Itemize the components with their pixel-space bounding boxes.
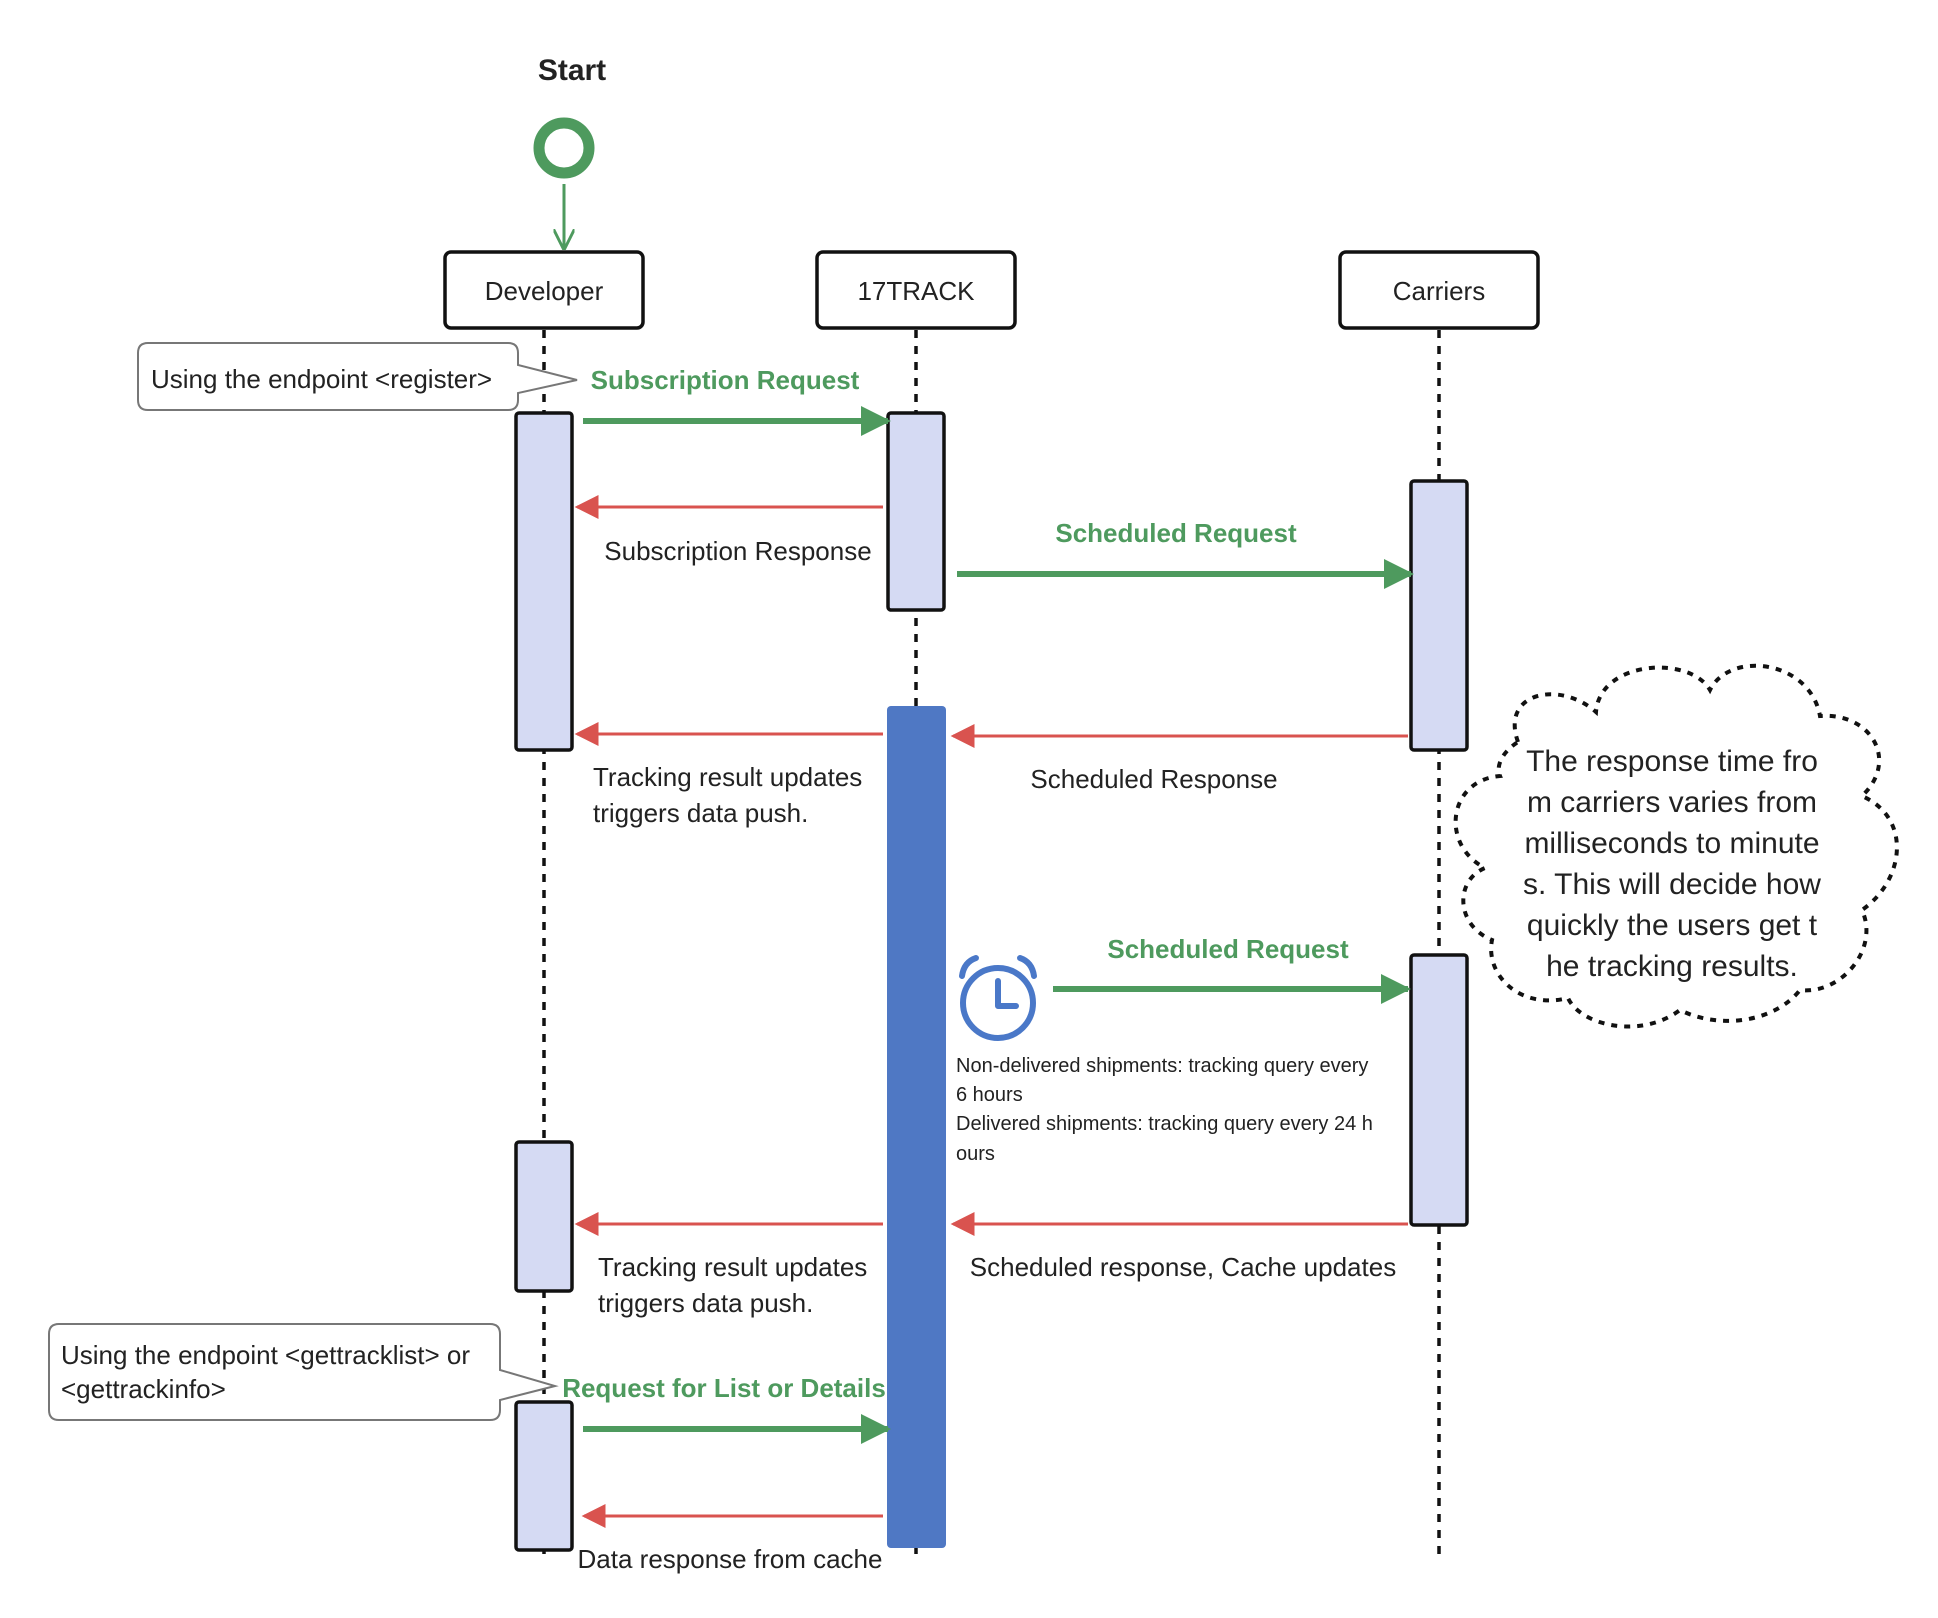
activation-developer-3 [514,1400,574,1552]
schedule-note-line2: 6 hours [956,1084,1023,1106]
cloud-note-line6: he tracking results. [1546,950,1798,983]
cloud-note-line1: The response time fro [1526,745,1818,778]
msg-tracking-push-2-line1: Tracking result updates [598,1252,867,1282]
cloud-note: The response time fro m carriers varies … [1453,663,1899,1029]
callout-register: Using the endpoint <register> [137,342,578,411]
actor-developer-label: Developer [485,276,604,306]
activation-developer-2 [514,1140,574,1293]
callout-register-text: Using the endpoint <register> [151,364,492,394]
cloud-note-line3: milliseconds to minute [1524,827,1819,860]
msg-scheduled-response-label: Scheduled Response [1030,764,1277,794]
actor-carriers-label: Carriers [1393,276,1485,306]
msg-tracking-push-1-line1: Tracking result updates [593,762,862,792]
callout-gettrack-line2: <gettrackinfo> [61,1374,226,1404]
schedule-note-line1: Non-delivered shipments: tracking query … [956,1055,1368,1077]
msg-scheduled-request-1-label: Scheduled Request [1055,518,1297,548]
msg-tracking-push-2-line2: triggers data push. [598,1288,813,1318]
actor-17track: 17TRACK [815,250,1017,330]
callout-gettrack-line1: Using the endpoint <gettracklist> or [61,1340,470,1370]
schedule-note-line4: ours [956,1143,995,1165]
actor-carriers: Carriers [1338,250,1540,330]
schedule-note-line3: Delivered shipments: tracking query ever… [956,1113,1373,1135]
cloud-note-line4: s. This will decide how [1523,868,1821,901]
callout-gettrack: Using the endpoint <gettracklist> or <ge… [48,1323,559,1421]
msg-request-list-details-label: Request for List or Details [562,1373,886,1403]
cloud-note-line5: quickly the users get t [1527,909,1818,942]
alarm-clock-icon [959,955,1037,1041]
actor-17track-label: 17TRACK [857,276,975,306]
actor-developer: Developer [443,250,645,330]
msg-subscription-request-label: Subscription Request [591,365,860,395]
activation-carriers-2 [1409,953,1469,1227]
msg-scheduled-response-cache-label: Scheduled response, Cache updates [970,1252,1396,1282]
start-label: Start [538,54,606,87]
msg-subscription-response-label: Subscription Response [604,536,871,566]
msg-scheduled-request-2-label: Scheduled Request [1107,934,1349,964]
activation-carriers-1 [1409,479,1469,752]
activation-17track-active [887,706,946,1548]
msg-tracking-push-1-line2: triggers data push. [593,798,808,828]
cloud-note-line2: m carriers varies from [1527,786,1817,819]
activation-17track-1 [886,411,946,612]
activation-developer-1 [514,411,574,752]
start-node-icon [533,117,595,179]
msg-data-response-cache-label: Data response from cache [578,1544,883,1574]
